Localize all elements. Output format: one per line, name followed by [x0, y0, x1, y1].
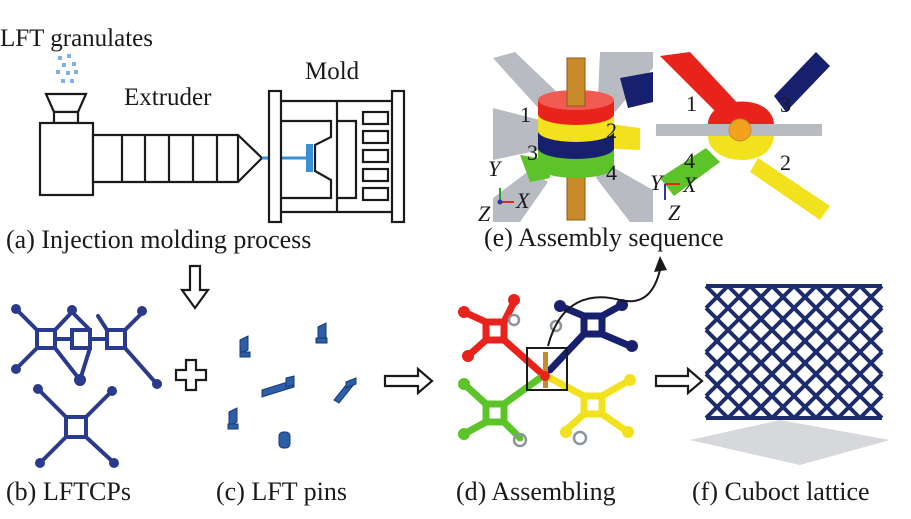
seq-left-axis-y: Y: [488, 156, 503, 181]
zoom-box: [526, 347, 568, 391]
seq-right-num-4: 4: [684, 148, 695, 173]
zoom-callout-arrow: [547, 269, 661, 347]
seq-left-num-1: 1: [520, 102, 531, 127]
plus-sign: [174, 358, 208, 392]
lftcp-hinge-knobs: [11, 304, 162, 468]
extruder: [38, 121, 264, 197]
zoom-callout-arrowhead: [654, 256, 667, 272]
lattice-strut: [836, 372, 884, 420]
seq-right-axis-z: Z: [668, 200, 681, 225]
seq-left-num-3: 3: [527, 140, 538, 165]
lattice-strut: [704, 372, 752, 420]
lattice-strut: [748, 372, 796, 420]
seq-left-num-4: 4: [606, 160, 617, 185]
panel-c-caption: (c) LFT pins: [216, 477, 347, 506]
panel-d-caption: (d) Assembling: [456, 477, 616, 506]
seq-right-num-2: 2: [780, 150, 791, 175]
injection-molding-panel: LFT granulates Extruder: [0, 25, 406, 254]
extruder-label: Extruder: [124, 84, 212, 111]
seq-right-num-3: 3: [780, 92, 791, 117]
mold-label: Mold: [305, 58, 360, 85]
panel-b-caption: (b) LFTCPs: [6, 477, 131, 506]
mold: [267, 89, 406, 224]
lattice-strut: [748, 284, 796, 332]
lattice-strut: [792, 372, 840, 420]
lattice-strut: [836, 328, 884, 376]
lattice-strut: [792, 284, 840, 332]
down-arrow: [179, 264, 211, 310]
seq-left-axis-z: Z: [478, 201, 491, 226]
panel-f-caption: (f) Cuboct lattice: [692, 477, 870, 506]
seq-right-num-1: 1: [686, 91, 697, 116]
panel-e-caption: (e) Assembly sequence: [484, 223, 724, 252]
lftcp-unit-cells: [16, 309, 157, 463]
lattice-strut: [792, 328, 840, 376]
panel-a-caption: (a) Injection molding process: [6, 225, 311, 254]
right-arrow-1: [383, 366, 434, 396]
lft-granulates-label: LFT granulates: [0, 25, 153, 52]
mold-cavity-part: [306, 144, 313, 172]
cuboct-lattice: [690, 284, 890, 465]
lattice-strut: [836, 284, 884, 332]
hopper: [44, 92, 88, 125]
lft-pins: [227, 322, 357, 449]
lattice-strut: [704, 284, 752, 332]
seq-right-axis-x: X: [682, 172, 698, 197]
assembling-knobs: [458, 294, 638, 440]
assembly-sequence-left: 1 2 3 4 Y X Z: [478, 52, 653, 226]
assembly-sequence-right: 1 2 3 4 Y X Z: [650, 52, 830, 225]
seq-right-axis-y: Y: [650, 170, 665, 195]
right-arrow-2: [654, 366, 704, 396]
lattice-strut: [748, 328, 796, 376]
lattice-strut: [704, 328, 752, 376]
granulate-particles: [56, 54, 78, 83]
seq-left-num-2: 2: [606, 118, 617, 143]
seq-left-axis-x: X: [515, 188, 531, 213]
